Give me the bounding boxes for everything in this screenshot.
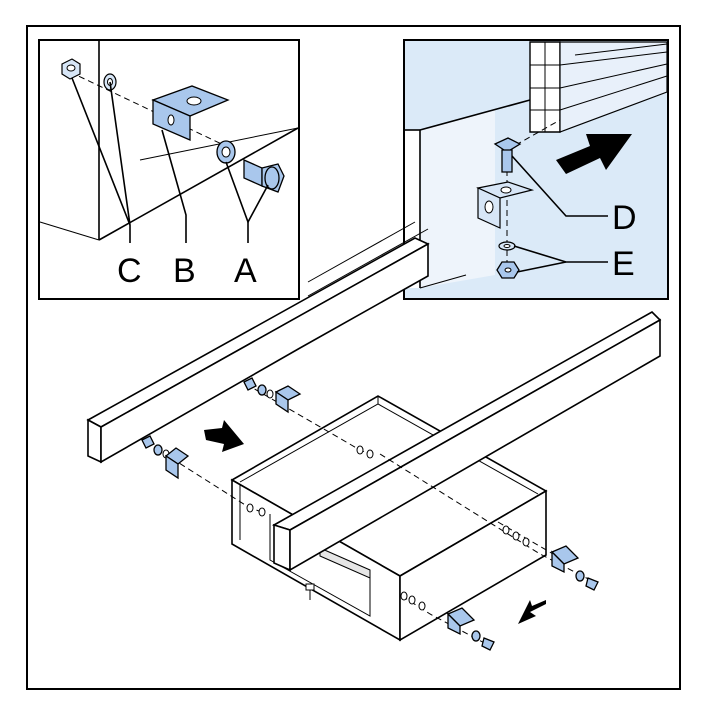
callout-d: D — [612, 199, 637, 237]
main-assembly — [86, 221, 662, 651]
callout-e: E — [612, 245, 635, 283]
angle-bracket — [550, 545, 580, 574]
box-top-edge — [98, 127, 299, 241]
detail-inset-right: D E — [403, 39, 669, 300]
profile-rail — [529, 41, 668, 133]
bolt — [493, 137, 522, 173]
nut — [61, 58, 81, 80]
left-rail — [86, 221, 430, 464]
angle-bracket — [446, 607, 476, 636]
direction-arrow-icon — [518, 600, 546, 624]
callout-b: B — [173, 252, 196, 290]
right-rail — [271, 311, 662, 572]
washer — [498, 241, 516, 251]
direction-arrow-icon — [556, 134, 632, 174]
angle-bracket — [151, 85, 230, 141]
washer — [216, 140, 236, 164]
fastener-set — [575, 570, 599, 591]
callout-c: C — [117, 252, 142, 290]
nut — [496, 261, 520, 279]
box-side-edge — [39, 221, 100, 241]
direction-arrow-icon — [204, 420, 244, 452]
detail-inset-left: C B A — [38, 39, 300, 300]
leader-b — [161, 129, 187, 243]
fastener-set — [471, 630, 495, 651]
fastener-set — [243, 377, 302, 414]
leader-d — [511, 155, 608, 217]
fastener-set — [141, 435, 190, 480]
callout-a: A — [234, 252, 257, 290]
angle-bracket — [476, 181, 535, 229]
